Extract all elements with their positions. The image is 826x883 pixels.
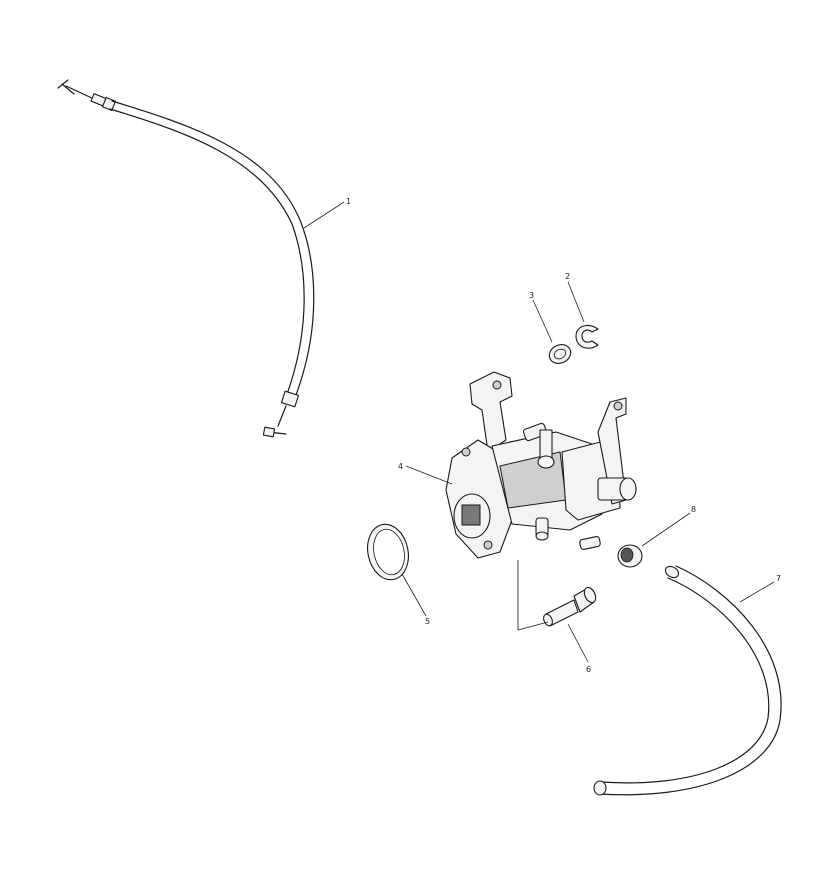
callout-1: 1 bbox=[346, 197, 351, 206]
leader-6 bbox=[567, 623, 589, 663]
throttle-cable bbox=[57, 79, 315, 438]
hose-clamp bbox=[617, 544, 643, 568]
oil-pump-assembly bbox=[445, 371, 637, 559]
leader-1 bbox=[303, 201, 345, 229]
oil-hose bbox=[593, 565, 782, 796]
leader-5 bbox=[401, 573, 427, 617]
leader-2 bbox=[567, 281, 585, 323]
callout-7: 7 bbox=[776, 574, 781, 583]
e-clip bbox=[575, 324, 599, 349]
bolt bbox=[543, 586, 597, 627]
leader-4 bbox=[405, 465, 453, 485]
washer bbox=[548, 344, 572, 364]
callout-4: 4 bbox=[398, 462, 403, 471]
o-ring bbox=[367, 523, 409, 581]
callout-6: 6 bbox=[586, 665, 591, 674]
callout-8: 8 bbox=[691, 505, 696, 514]
callout-2: 2 bbox=[565, 272, 570, 281]
callout-3: 3 bbox=[529, 291, 534, 300]
callout-5: 5 bbox=[425, 617, 430, 626]
bolt-assembly-line bbox=[517, 560, 549, 631]
leader-8 bbox=[641, 512, 691, 547]
leader-3 bbox=[532, 299, 553, 343]
leader-7 bbox=[739, 581, 775, 603]
